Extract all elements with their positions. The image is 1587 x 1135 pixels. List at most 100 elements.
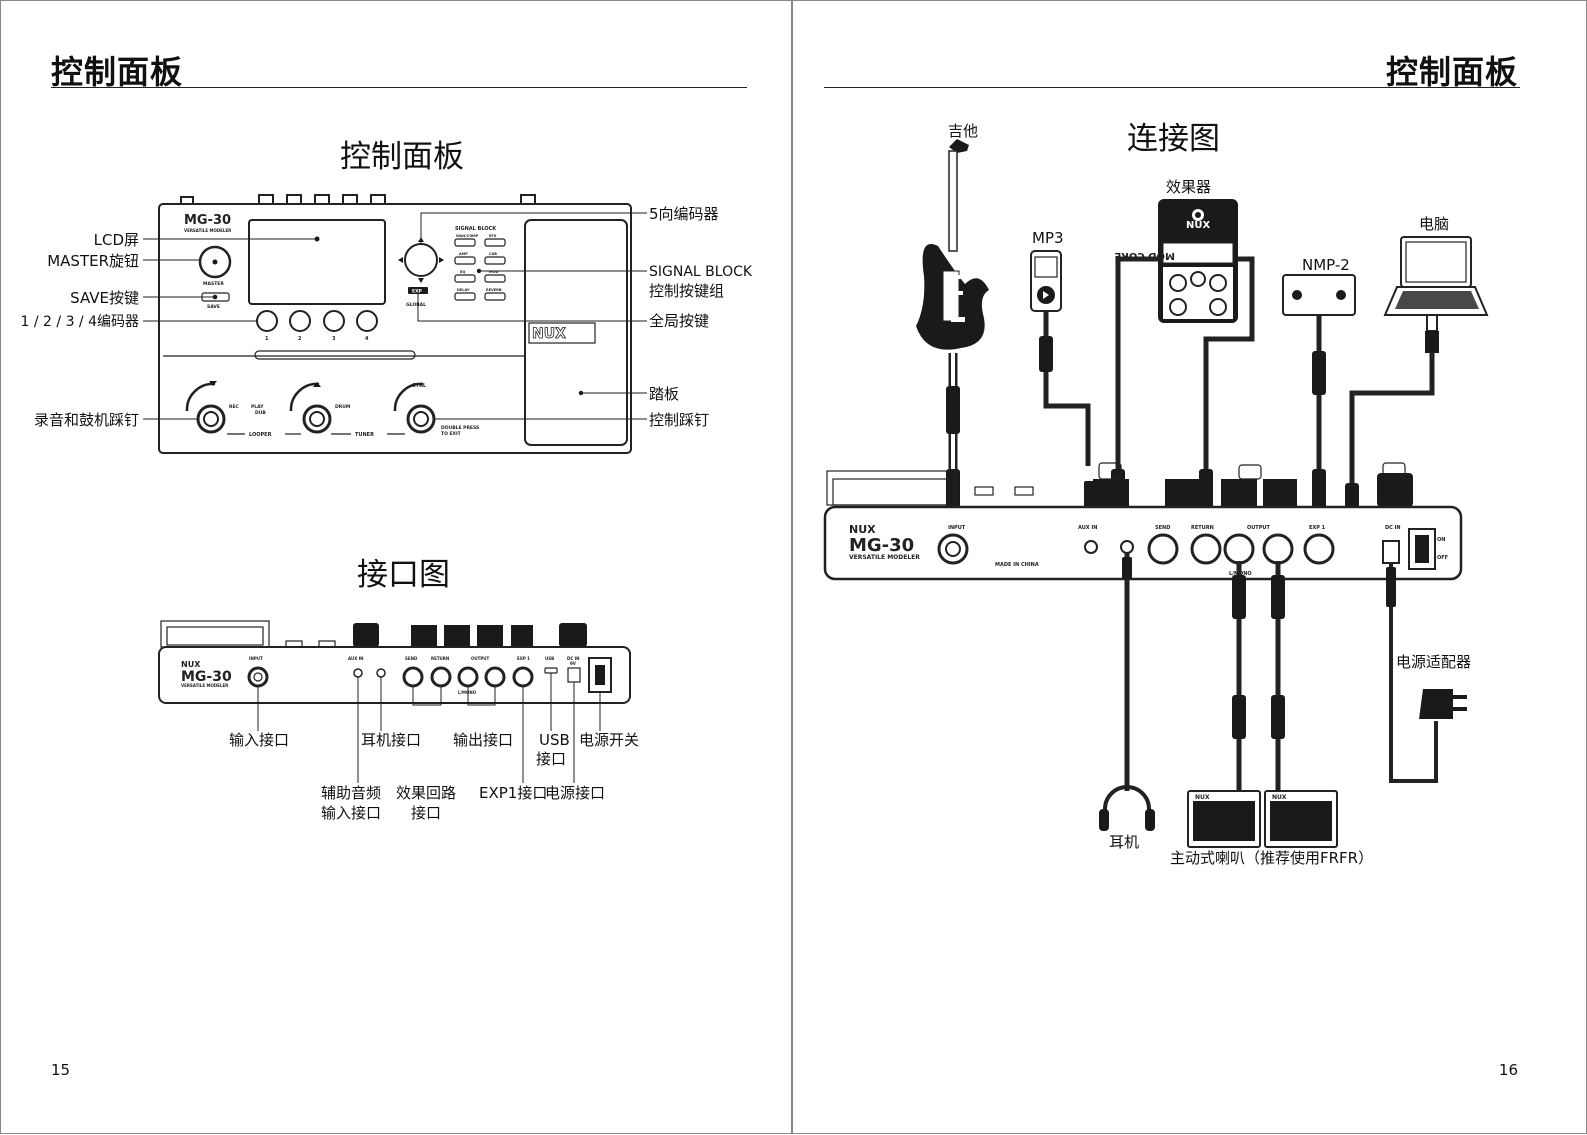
block-button-cab[interactable]: [484, 256, 506, 265]
label-rec-drum: 录音和鼓机踩钉: [33, 411, 139, 429]
headphone-plug: [1122, 557, 1132, 579]
lcd-screen: [248, 219, 386, 305]
exp-plug: [1312, 469, 1326, 513]
leader-5way: [420, 212, 647, 244]
page-number-left: 15: [51, 1061, 71, 1079]
pedal-logo-box: [528, 322, 596, 344]
port-label: INPUT: [948, 525, 966, 531]
block-button-efx[interactable]: [484, 238, 506, 247]
drum-label: DRUM: [335, 404, 351, 410]
output-plug: [1232, 695, 1246, 739]
speaker-brand: NUX: [1272, 794, 1287, 801]
power-switch[interactable]: [1408, 528, 1436, 570]
jack-plug: [946, 386, 960, 434]
port-label: SEND: [405, 656, 418, 661]
footswitch-inner: [309, 411, 325, 427]
speaker-left-icon: NUX: [1187, 790, 1261, 848]
label-signal-block-2: 控制按键组: [649, 282, 725, 300]
left-page: 控制面板 控制面板 MG-30 VERSATILE MODELER MASTER…: [0, 0, 792, 1134]
jack-block: [353, 623, 379, 647]
block-label: WAH/COMP: [456, 234, 479, 238]
jack-inner: [253, 672, 263, 682]
label-usb-2: 接口: [536, 750, 567, 768]
pedal-back-inner: [832, 478, 950, 506]
block-button-wah[interactable]: [454, 238, 476, 247]
arc-decoration: [289, 382, 320, 412]
block-button-mod[interactable]: [484, 274, 506, 283]
return-jack[interactable]: [1190, 533, 1222, 565]
nmp2-footswitch-icon: [1282, 274, 1356, 316]
laptop-icon: [1383, 236, 1489, 316]
encoder-label: 2: [298, 336, 302, 342]
block-button-eq[interactable]: [454, 274, 476, 283]
master-knob[interactable]: [198, 245, 232, 279]
jack-block: [1263, 479, 1297, 507]
jack-inner: [945, 541, 961, 557]
speaker-brand: NUX: [1195, 794, 1210, 801]
encoder-2[interactable]: [289, 310, 311, 332]
label-pedal: 踏板: [649, 385, 680, 403]
label-encoders: 1 / 2 / 3 / 4编码器: [20, 314, 139, 330]
port-label: DC IN: [567, 656, 579, 661]
label-5way: 5向编码器: [649, 205, 719, 223]
pedal-back-inner: [166, 626, 264, 646]
feet: [974, 486, 994, 496]
effects-pedal-icon: MOD CORE NUX: [1114, 199, 1238, 323]
encoder-4[interactable]: [356, 310, 378, 332]
jack-block: [1165, 479, 1201, 507]
label-fx-loop: 效果回路: [396, 784, 457, 802]
block-label: REVERB: [486, 288, 502, 292]
label-headphone: 耳机接口: [361, 731, 422, 749]
drum-footswitch[interactable]: [302, 404, 332, 434]
headphones-icon: [1099, 785, 1155, 831]
power-cable: [1389, 563, 1438, 783]
label-headphones: 耳机: [1109, 833, 1140, 851]
block-label: CAB: [489, 252, 497, 256]
block-button-reverb[interactable]: [484, 292, 506, 301]
label-signal-block: SIGNAL BLOCK: [649, 264, 753, 280]
rec-label: REC: [229, 404, 240, 410]
label-effects: 效果器: [1166, 178, 1212, 196]
port-label: SEND: [1155, 525, 1170, 531]
speaker-right-icon: NUX: [1264, 790, 1338, 848]
send-cable: [1115, 256, 1158, 471]
exp1-jack[interactable]: [1303, 533, 1335, 565]
encoder-3[interactable]: [323, 310, 345, 332]
rear-brand: NUX: [181, 660, 201, 669]
on-label: ON: [1437, 537, 1445, 543]
rear-brand: NUX: [849, 523, 876, 536]
block-label: EFX: [489, 234, 497, 238]
guitar-icon: [916, 139, 989, 350]
jack-block: [1093, 479, 1129, 507]
knob: [1098, 462, 1122, 480]
expression-pedal[interactable]: [524, 219, 628, 446]
light-strip: [254, 350, 416, 360]
send-jack[interactable]: [1147, 533, 1179, 565]
block-button-amp[interactable]: [454, 256, 476, 265]
encoder-label: 1: [265, 336, 269, 342]
label-computer: 电脑: [1419, 215, 1450, 233]
mp3-cable: [1043, 311, 1091, 466]
label-exp1: EXP1接口: [479, 784, 548, 802]
jack-block: [477, 625, 503, 647]
aux-in-jack[interactable]: [1084, 540, 1098, 554]
interface-title: 接口图: [357, 557, 450, 593]
rear-panel: [823, 505, 1463, 581]
rear-subtitle: VERSATILE MODELER: [181, 683, 228, 688]
label-ctrl: 控制踩钉: [649, 411, 710, 429]
label-adapter: 电源适配器: [1396, 653, 1472, 671]
power-switch-rocker: [595, 665, 605, 685]
global-button[interactable]: [408, 287, 428, 294]
label-guitar: 吉他: [948, 122, 979, 140]
output-plug: [1232, 575, 1246, 619]
input-jack[interactable]: [937, 533, 969, 565]
port-label: DC IN: [1385, 525, 1401, 531]
interface-figure: NUX MG-30 VERSATILE MODELER INPUT AUX IN…: [158, 620, 631, 783]
device-subtitle-text: VERSATILE MODELER: [184, 228, 231, 233]
device-body: [158, 203, 632, 454]
signal-block-label: SIGNAL BLOCK: [455, 226, 497, 232]
footswitch-inner: [413, 411, 429, 427]
label-global: 全局按键: [649, 312, 710, 330]
exp-label: EXP: [412, 289, 423, 295]
block-button-delay[interactable]: [454, 292, 476, 301]
